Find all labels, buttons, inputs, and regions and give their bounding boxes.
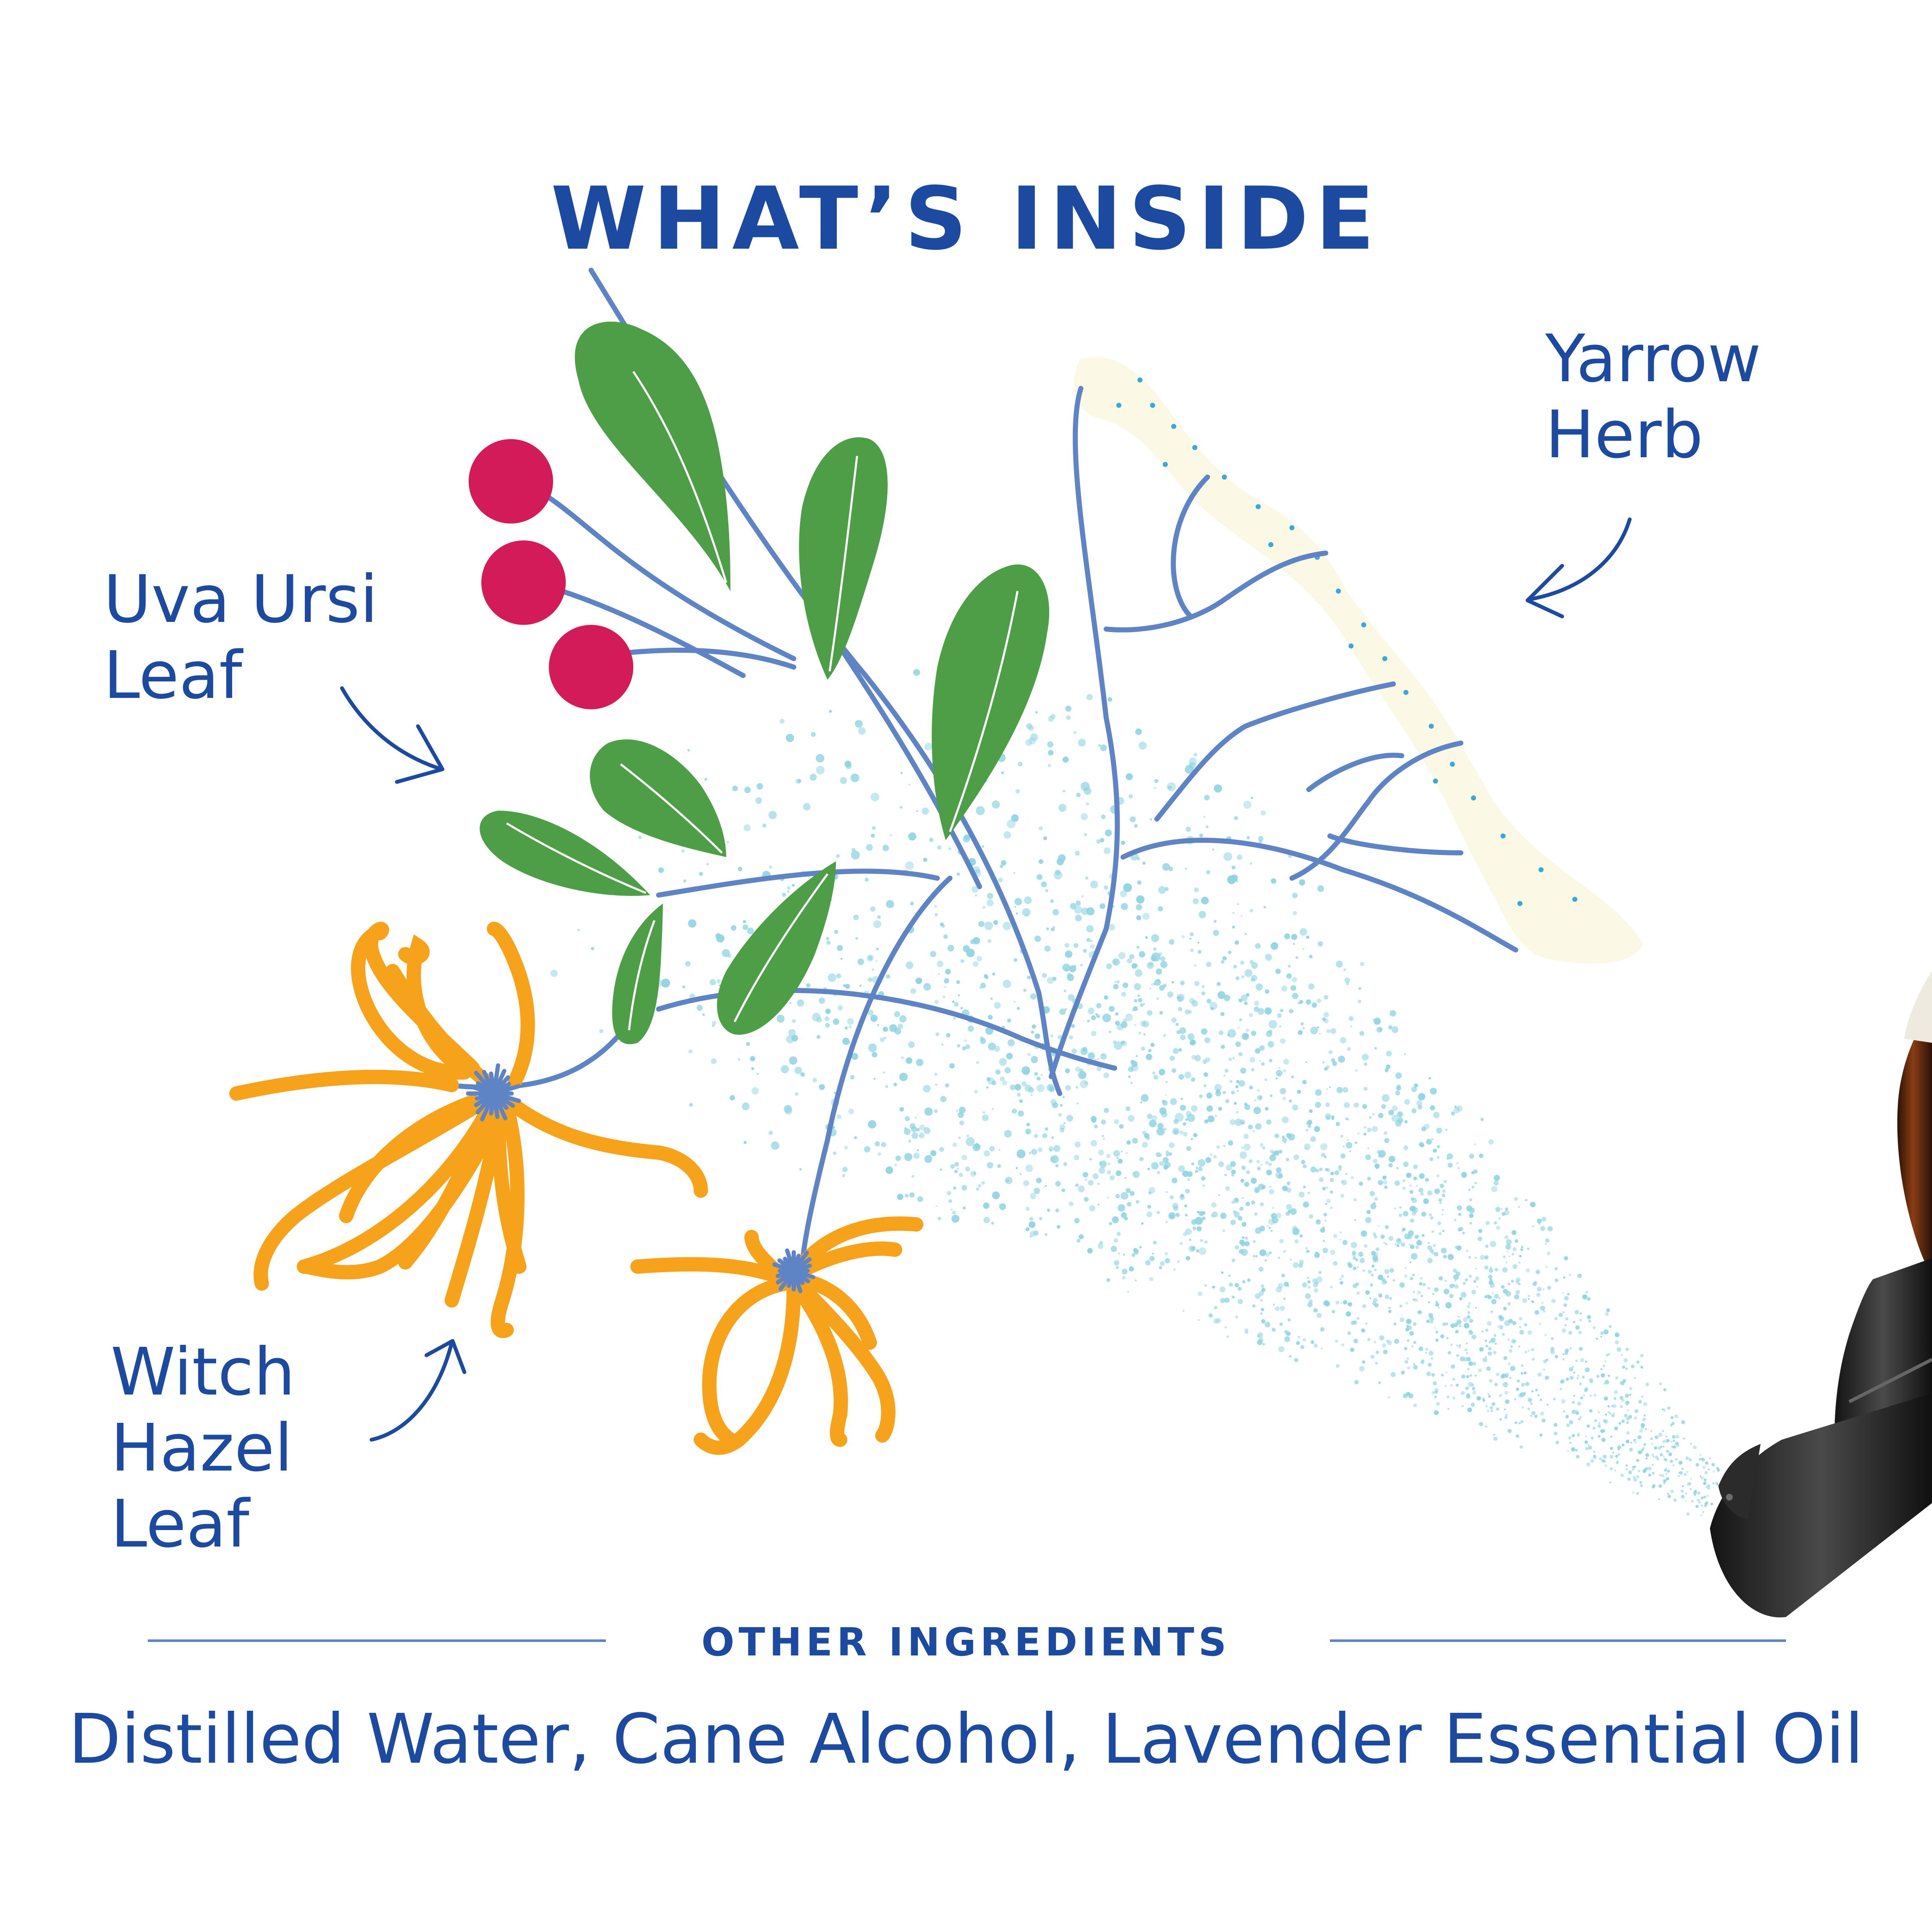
flower-centers <box>466 1063 815 1294</box>
flower-icon <box>630 1216 923 1455</box>
herb-label-line: Uva Ursi <box>103 561 378 638</box>
leaf-icon <box>931 564 1050 840</box>
divider-right <box>1330 1639 1786 1642</box>
herb-label-yarrow: Yarrow Herb <box>1545 321 1761 473</box>
herb-label-line: Leaf <box>111 1486 250 1562</box>
berry-icon <box>469 439 553 524</box>
leaf-icon <box>612 904 663 1045</box>
arrow-icon <box>369 1339 467 1442</box>
herb-label-line: Herb <box>1545 396 1704 473</box>
page-title: WHAT’S INSIDE <box>551 169 1381 269</box>
herb-label-uva-ursi: Uva Ursi Leaf <box>103 562 378 714</box>
spray-mist <box>524 669 1734 1518</box>
yarrow-flower-head <box>1074 357 1643 964</box>
uva-ursi-berries <box>469 439 633 709</box>
berry-icon <box>481 540 566 625</box>
other-ingredients-heading: OTHER INGREDIENTS <box>701 1620 1231 1665</box>
leaf-icon <box>480 811 650 896</box>
other-ingredients-list: Distilled Water, Cane Alcohol, Lavender … <box>68 1700 1864 1779</box>
spray-bottle-icon <box>1710 971 1932 1617</box>
herb-label-line: Hazel <box>111 1410 293 1486</box>
arrow-icon <box>340 686 445 784</box>
leaf-icon <box>575 321 730 591</box>
leaf-icon <box>590 739 726 857</box>
berry-icon <box>549 625 633 709</box>
stems <box>445 268 1518 1273</box>
leaf-icon <box>799 437 888 680</box>
yarrow-dots <box>1116 377 1577 906</box>
herb-label-witch-hazel: Witch Hazel Leaf <box>111 1334 295 1562</box>
divider-left <box>148 1639 606 1642</box>
herb-label-line: Witch <box>111 1334 296 1410</box>
herb-label-line: Leaf <box>103 637 242 714</box>
uva-ursi-leaves <box>480 321 1050 1045</box>
leaf-icon <box>717 861 836 1035</box>
arrow-icon <box>1525 517 1632 619</box>
flower-icon <box>229 922 708 1338</box>
herb-label-line: Yarrow <box>1545 320 1761 397</box>
